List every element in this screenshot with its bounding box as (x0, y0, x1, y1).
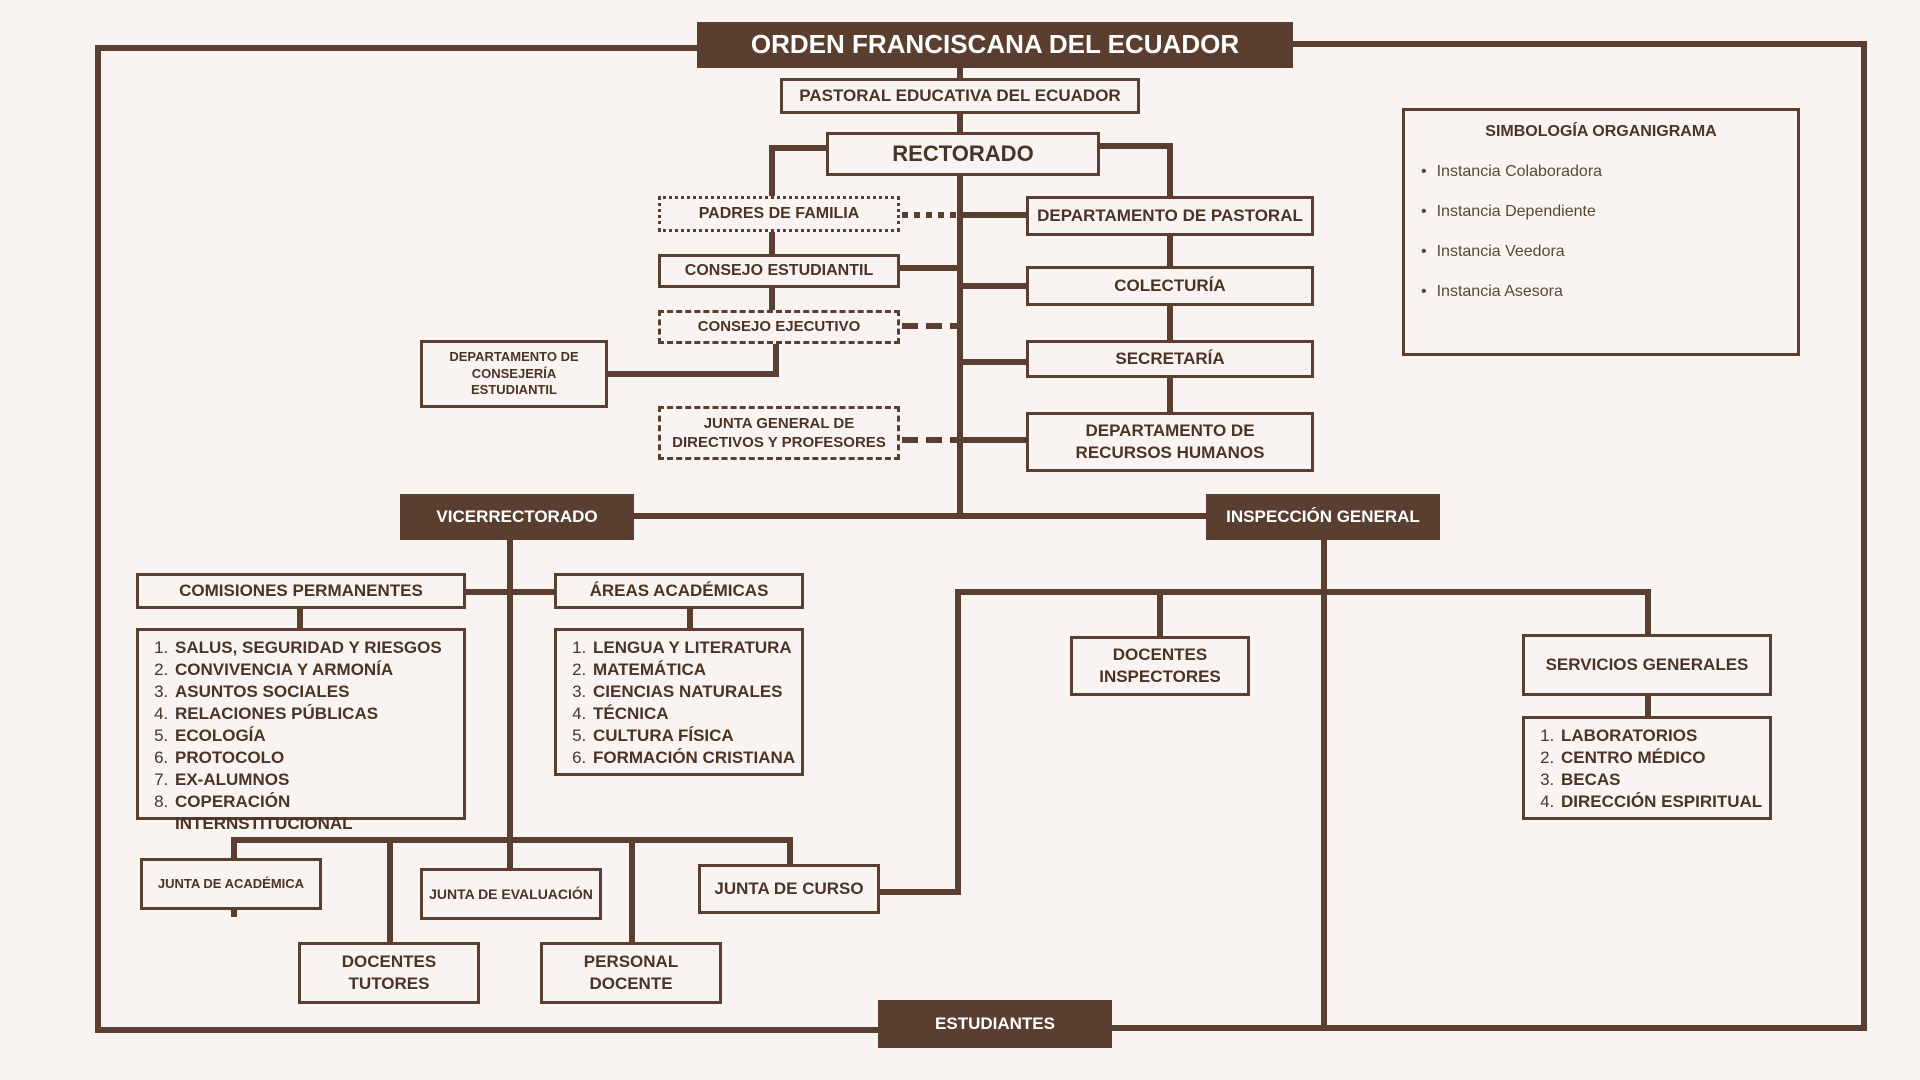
comisiones-list-item: COPERACIÓN INTERNSTITUCIONAL (173, 791, 463, 835)
docentes-inspectores-box: DOCENTES INSPECTORES (1070, 636, 1250, 696)
servicios-list-item: LABORATORIOS (1559, 725, 1762, 747)
areas-list-item: LENGUA Y LITERATURA (591, 637, 795, 659)
consejo-ejecutivo-box: CONSEJO EJECUTIVO (658, 310, 900, 344)
comisiones-list-item: ECOLOGÍA (173, 725, 463, 747)
comisiones-list-item: SALUS, SEGURIDAD Y RIESGOS (173, 637, 463, 659)
comisiones-list-item: EX-ALUMNOS (173, 769, 463, 791)
legend-asesora: Instancia Asesora (1421, 283, 1563, 301)
areas-list-item: MATEMÁTICA (591, 659, 795, 681)
comisiones-list-item: PROTOCOLO (173, 747, 463, 769)
areas-academicas-box: ÁREAS ACADÉMICAS (554, 573, 804, 609)
junta-academica-box: JUNTA DE ACADÉMICA (140, 858, 322, 910)
consejeria-estudiantil-box: DEPARTAMENTO DE CONSEJERÍA ESTUDIANTIL (420, 340, 608, 408)
vicerrectorado-box: VICERRECTORADO (400, 494, 634, 540)
pastoral-educativa-box: PASTORAL EDUCATIVA DEL ECUADOR (780, 78, 1140, 114)
areas-list-item: TÉCNICA (591, 703, 795, 725)
estudiantes-box: ESTUDIANTES (878, 1000, 1112, 1048)
servicios-list-item: CENTRO MÉDICO (1559, 747, 1762, 769)
servicios-list-item: DIRECCIÓN ESPIRITUAL (1559, 791, 1762, 813)
comisiones-list-item: RELACIONES PÚBLICAS (173, 703, 463, 725)
areas-list-item: CIENCIAS NATURALES (591, 681, 795, 703)
colecturia-box: COLECTURÍA (1026, 266, 1314, 306)
legend-title: SIMBOLOGÍA ORGANIGRAMA (1485, 123, 1717, 140)
rectorado-box: RECTORADO (826, 132, 1100, 176)
comisiones-list-item: ASUNTOS SOCIALES (173, 681, 463, 703)
padres-de-familia-box: PADRES DE FAMILIA (658, 196, 900, 232)
departamento-pastoral-box: DEPARTAMENTO DE PASTORAL (1026, 196, 1314, 236)
areas-list-item: FORMACIÓN CRISTIANA (591, 747, 795, 769)
junta-evaluacion-box: JUNTA DE EVALUACIÓN (420, 868, 602, 920)
servicios-list: LABORATORIOSCENTRO MÉDICOBECASDIRECCIÓN … (1522, 716, 1772, 820)
areas-list: LENGUA Y LITERATURAMATEMÁTICACIENCIAS NA… (554, 628, 804, 776)
servicios-generales-box: SERVICIOS GENERALES (1522, 634, 1772, 696)
legend-panel: SIMBOLOGÍA ORGANIGRAMA Instancia Colabor… (1402, 108, 1800, 356)
comisiones-permanentes-box: COMISIONES PERMANENTES (136, 573, 466, 609)
personal-docente-box: PERSONAL DOCENTE (540, 942, 722, 1004)
comisiones-list: SALUS, SEGURIDAD Y RIESGOSCONVIVENCIA Y … (136, 628, 466, 833)
junta-general-box: JUNTA GENERAL DE DIRECTIVOS Y PROFESORES (658, 406, 900, 460)
legend-veedora: Instancia Veedora (1421, 243, 1565, 261)
legend-colaboradora: Instancia Colaboradora (1421, 163, 1602, 181)
consejo-estudiantil-box: CONSEJO ESTUDIANTIL (658, 254, 900, 288)
secretaria-box: SECRETARÍA (1026, 340, 1314, 378)
areas-list-item: CULTURA FÍSICA (591, 725, 795, 747)
recursos-humanos-box: DEPARTAMENTO DE RECURSOS HUMANOS (1026, 412, 1314, 472)
inspeccion-general-box: INSPECCIÓN GENERAL (1206, 494, 1440, 540)
servicios-list-item: BECAS (1559, 769, 1762, 791)
comisiones-list-item: CONVIVENCIA Y ARMONÍA (173, 659, 463, 681)
docentes-tutores-box: DOCENTES TUTORES (298, 942, 480, 1004)
header-title: ORDEN FRANCISCANA DEL ECUADOR (697, 22, 1293, 68)
junta-curso-box: JUNTA DE CURSO (698, 864, 880, 914)
legend-dependiente: Instancia Dependiente (1421, 203, 1596, 221)
